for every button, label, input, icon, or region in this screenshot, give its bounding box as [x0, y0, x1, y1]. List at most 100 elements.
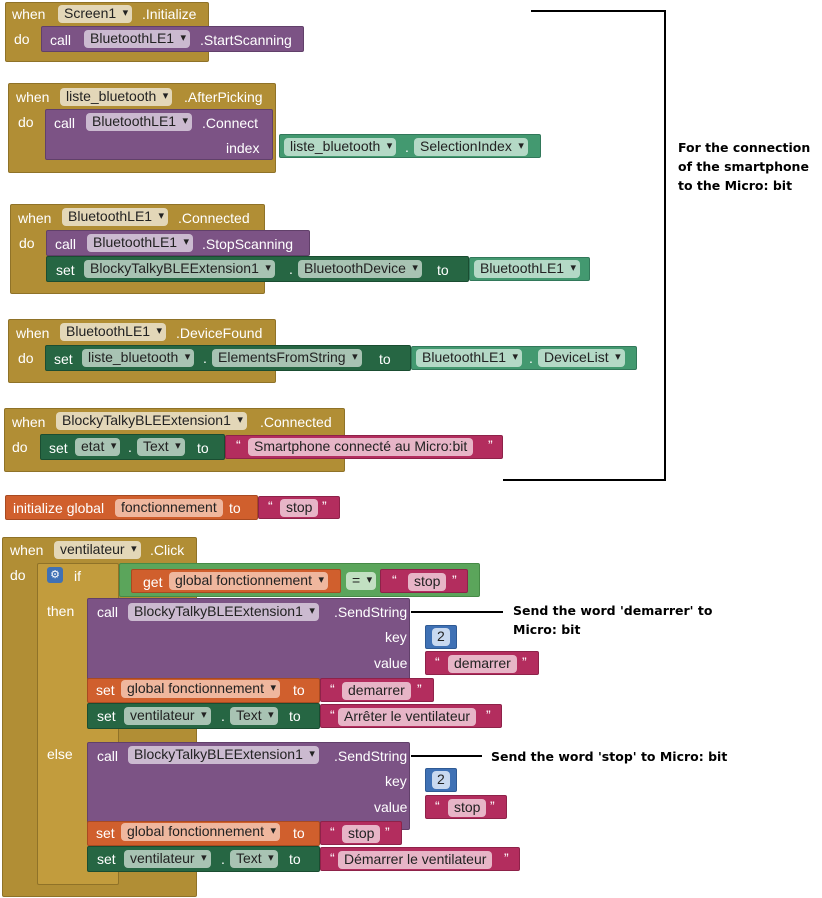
set-keyword: set [54, 351, 73, 367]
dot-separator: . [529, 350, 533, 366]
property-dropdown-bluetooth-device[interactable]: BluetoothDevice [298, 260, 422, 278]
text-field-stop[interactable]: stop [342, 825, 381, 843]
setter-block-etat-text[interactable] [40, 434, 225, 460]
text-field-demarrer[interactable]: demarrer [342, 682, 411, 700]
quote-close: ” [486, 707, 491, 723]
quote-open: “ [330, 824, 335, 840]
text-field-smartphone-connecte[interactable]: Smartphone connecté au Micro:bit [248, 438, 474, 456]
component-dropdown-blockytalky[interactable]: BlockyTalkyBLEExtension1 [56, 412, 247, 430]
text-field-demarrer[interactable]: demarrer [448, 655, 517, 673]
text-field-arreter-ventilateur[interactable]: Arrêter le ventilateur [338, 708, 477, 726]
property-dropdown-selection-index[interactable]: SelectionIndex [414, 138, 528, 156]
param-label-index: index [226, 140, 260, 156]
to-keyword: to [379, 351, 391, 367]
property-dropdown-elements-from-string[interactable]: ElementsFromString [212, 349, 362, 367]
property-dropdown-text[interactable]: Text [137, 438, 185, 456]
quote-close: ” [490, 798, 495, 814]
property-dropdown-device-list[interactable]: DeviceList [538, 349, 625, 367]
set-keyword: set [96, 825, 115, 841]
text-field-stop[interactable]: stop [408, 573, 447, 591]
quote-close: ” [522, 654, 527, 670]
component-dropdown-blockytalky[interactable]: BlockyTalkyBLEExtension1 [128, 603, 319, 621]
number-field-key[interactable]: 2 [432, 628, 450, 646]
quote-close: ” [504, 850, 509, 866]
to-keyword: to [197, 440, 209, 456]
quote-close: ” [385, 824, 390, 840]
component-dropdown-blockytalky[interactable]: BlockyTalkyBLEExtension1 [84, 260, 275, 278]
gear-icon[interactable]: ⚙ [47, 567, 63, 583]
when-keyword: when [16, 89, 50, 105]
do-keyword: do [14, 31, 30, 47]
component-dropdown-ventilateur[interactable]: ventilateur [124, 850, 211, 868]
variable-dropdown-global-fonctionnement[interactable]: global fonctionnement [121, 680, 280, 698]
event-name: .Click [150, 542, 185, 558]
component-dropdown-ventilateur[interactable]: ventilateur [54, 541, 141, 559]
text-field-stop[interactable]: stop [280, 499, 319, 517]
component-dropdown-bluetoothle1[interactable]: BluetoothLE1 [416, 349, 523, 367]
demarrer-note-line: Micro: bit [513, 622, 581, 637]
quote-open: “ [392, 572, 397, 588]
variable-dropdown-global-fonctionnement[interactable]: global fonctionnement [169, 572, 328, 590]
text-field-stop[interactable]: stop [448, 799, 487, 817]
dot-separator: . [289, 261, 293, 277]
then-keyword: then [47, 603, 75, 619]
quote-open: “ [330, 850, 335, 866]
param-label-key: key [385, 773, 407, 789]
component-dropdown-blockytalky[interactable]: BlockyTalkyBLEExtension1 [128, 746, 319, 764]
operator-dropdown-equals[interactable]: = [346, 572, 377, 590]
text-field-demarrer-ventilateur[interactable]: Démarrer le ventilateur [338, 851, 493, 869]
property-dropdown-text[interactable]: Text [230, 707, 278, 725]
quote-open: “ [330, 681, 335, 697]
dot-separator: . [128, 439, 132, 455]
number-field-key[interactable]: 2 [432, 771, 450, 789]
quote-close: ” [452, 572, 457, 588]
variable-dropdown-global-fonctionnement[interactable]: global fonctionnement [121, 823, 280, 841]
bracket-right [664, 10, 666, 481]
component-dropdown-bluetoothle1[interactable]: BluetoothLE1 [87, 234, 194, 252]
component-dropdown-ventilateur[interactable]: ventilateur [124, 707, 211, 725]
call-keyword: call [97, 748, 119, 764]
method-name: .SendString [334, 748, 408, 764]
component-dropdown-liste-bluetooth[interactable]: liste_bluetooth [60, 88, 173, 106]
component-dropdown-screen1[interactable]: Screen1 [58, 5, 133, 23]
quote-close: ” [417, 681, 422, 697]
when-keyword: when [12, 6, 46, 22]
method-name: .SendString [334, 604, 408, 620]
connection-note: For the connection of the smartphone to … [678, 138, 810, 195]
bracket-bottom [503, 479, 666, 481]
component-dropdown-bluetoothle1[interactable]: BluetoothLE1 [86, 113, 193, 131]
call-keyword: call [50, 32, 72, 48]
method-name: .StopScanning [202, 236, 294, 252]
else-keyword: else [47, 746, 73, 762]
call-keyword: call [55, 236, 77, 252]
to-keyword: to [289, 708, 301, 724]
bracket-top [531, 10, 665, 12]
to-keyword: to [293, 682, 305, 698]
do-keyword: do [19, 235, 35, 251]
variable-name-field[interactable]: fonctionnement [115, 499, 223, 517]
call-keyword: call [97, 604, 119, 620]
component-dropdown-bluetoothle1[interactable]: BluetoothLE1 [474, 260, 581, 278]
stop-pointer-line [411, 755, 482, 757]
do-keyword: do [18, 114, 34, 130]
component-dropdown-bluetoothle1[interactable]: BluetoothLE1 [84, 30, 191, 48]
event-name: .Connected [178, 210, 250, 226]
demarrer-note: Send the word 'demarrer' to Micro: bit [513, 601, 712, 639]
to-keyword: to [437, 262, 449, 278]
do-keyword: do [12, 439, 28, 455]
quote-open: “ [236, 437, 241, 453]
do-keyword: do [18, 350, 34, 366]
component-dropdown-etat[interactable]: etat [75, 438, 121, 456]
set-keyword: set [56, 262, 75, 278]
event-name: .Connected [260, 414, 332, 430]
component-dropdown-bluetoothle1[interactable]: BluetoothLE1 [60, 323, 167, 341]
property-dropdown-text[interactable]: Text [230, 850, 278, 868]
component-dropdown-liste-bluetooth[interactable]: liste_bluetooth [82, 349, 195, 367]
connection-note-line: to the Micro: bit [678, 178, 793, 193]
do-keyword: do [10, 567, 26, 583]
stop-note: Send the word 'stop' to Micro: bit [491, 749, 728, 764]
connection-note-line: of the smartphone [678, 159, 809, 174]
component-dropdown-liste-bluetooth[interactable]: liste_bluetooth [284, 138, 397, 156]
when-keyword: when [18, 210, 52, 226]
component-dropdown-bluetoothle1[interactable]: BluetoothLE1 [62, 208, 169, 226]
